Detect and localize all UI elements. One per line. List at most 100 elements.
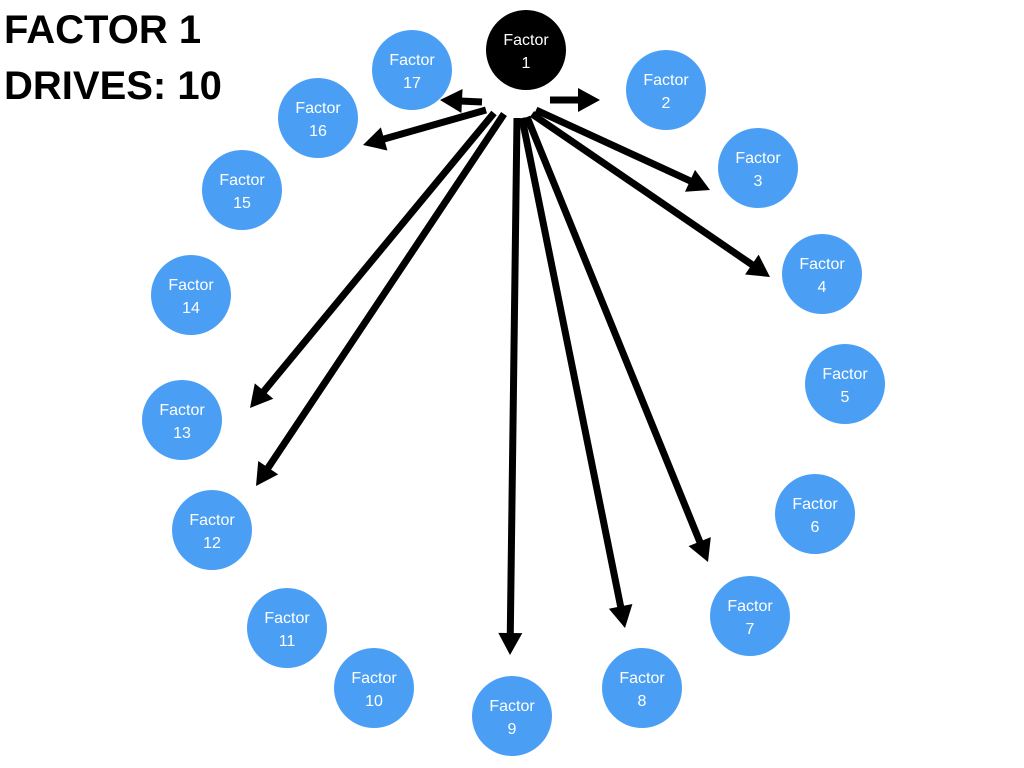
factor-node-16: Factor 16 bbox=[278, 78, 358, 158]
factor-node-15-label-number: 15 bbox=[233, 195, 251, 212]
factor-node-11-label-number: 11 bbox=[279, 633, 296, 650]
arrow-to-factor-17 bbox=[440, 89, 483, 114]
arrow-to-factor-8-shaft bbox=[518, 117, 625, 610]
factor-node-14-circle bbox=[151, 255, 231, 335]
factor-node-4-label-word: Factor bbox=[799, 256, 845, 273]
arrow-to-factor-16-shaft bbox=[381, 106, 487, 143]
factor-node-5-label-number: 5 bbox=[841, 389, 850, 406]
arrow-to-factor-3-shaft bbox=[534, 106, 694, 185]
arrow-to-factor-4 bbox=[530, 111, 770, 277]
factor-node-10-label-word: Factor bbox=[351, 670, 397, 687]
arrow-to-factor-17-head bbox=[440, 89, 463, 114]
factor-node-9-circle bbox=[472, 676, 552, 756]
factor-node-8: Factor 8 bbox=[602, 648, 682, 728]
factor-node-6-circle bbox=[775, 474, 855, 554]
factor-node-2-circle bbox=[626, 50, 706, 130]
arrow-to-factor-2-head bbox=[578, 88, 600, 112]
factor-node-17: Factor 17 bbox=[372, 30, 452, 110]
factor-node-16-label-number: 16 bbox=[309, 123, 327, 140]
factor-node-10: Factor 10 bbox=[334, 648, 414, 728]
factor-node-13: Factor 13 bbox=[142, 380, 222, 460]
factor-node-14-label-number: 14 bbox=[182, 300, 200, 317]
arrow-to-factor-7 bbox=[523, 115, 711, 562]
arrow-to-factor-13-shaft bbox=[260, 110, 497, 395]
arrow-to-factor-9-shaft bbox=[506, 117, 521, 636]
arrow-to-factor-2 bbox=[550, 88, 600, 112]
arrow-to-factor-17-shaft bbox=[459, 97, 483, 106]
factor-node-10-label-number: 10 bbox=[365, 693, 383, 710]
factor-node-3: Factor 3 bbox=[718, 128, 798, 208]
factor-node-12-label-number: 12 bbox=[203, 535, 221, 552]
factor-node-12-label-word: Factor bbox=[189, 512, 235, 529]
factor-node-2: Factor 2 bbox=[626, 50, 706, 130]
factor-node-4: Factor 4 bbox=[782, 234, 862, 314]
arrow-to-factor-7-shaft bbox=[523, 115, 704, 545]
factor-node-16-circle bbox=[278, 78, 358, 158]
factor-node-5: Factor 5 bbox=[805, 344, 885, 424]
factor-node-17-label-number: 17 bbox=[403, 75, 421, 92]
factor-node-17-label-word: Factor bbox=[389, 52, 435, 69]
factor-node-3-label-number: 3 bbox=[754, 173, 763, 190]
factor-node-7-label-number: 7 bbox=[746, 621, 755, 638]
arrow-to-factor-7-head bbox=[688, 537, 711, 562]
factor-node-6-label-number: 6 bbox=[811, 519, 820, 536]
factor-node-15: Factor 15 bbox=[202, 150, 282, 230]
title-line-1: FACTOR 1 bbox=[4, 8, 202, 52]
factor-node-8-label-number: 8 bbox=[638, 693, 647, 710]
factor-node-12-circle bbox=[172, 490, 252, 570]
arrow-to-factor-8 bbox=[518, 117, 633, 628]
page-title: FACTOR 1 DRIVES: 10 bbox=[4, 2, 222, 114]
nodes-layer: Factor2Factor3Factor4Factor5Factor6Facto… bbox=[142, 10, 885, 756]
factor-node-16-label-word: Factor bbox=[295, 100, 341, 117]
factor-node-12: Factor 12 bbox=[172, 490, 252, 570]
arrow-to-factor-9-head bbox=[498, 632, 523, 655]
arrow-to-factor-16-head bbox=[363, 127, 388, 151]
factor-node-9-label-number: 9 bbox=[508, 721, 517, 738]
factor-node-13-label-word: Factor bbox=[159, 402, 205, 419]
arrow-to-factor-9 bbox=[498, 117, 523, 655]
factor-node-5-circle bbox=[805, 344, 885, 424]
arrow-to-factor-3 bbox=[534, 106, 710, 192]
arrow-to-factor-13 bbox=[250, 110, 497, 408]
factor-node-6: Factor 6 bbox=[775, 474, 855, 554]
factor-node-3-label-word: Factor bbox=[735, 150, 781, 167]
factor-node-7-circle bbox=[710, 576, 790, 656]
factor-node-4-label-number: 4 bbox=[818, 279, 827, 296]
arrow-to-factor-3-head bbox=[684, 169, 710, 192]
factor-node-9: Factor 9 bbox=[472, 676, 552, 756]
arrow-to-factor-12 bbox=[256, 112, 507, 486]
factor-node-14-label-word: Factor bbox=[168, 277, 214, 294]
factor-node-4-circle bbox=[782, 234, 862, 314]
factor-node-15-circle bbox=[202, 150, 282, 230]
arrow-to-factor-4-shaft bbox=[530, 111, 756, 269]
factor-node-source-label-word: Factor bbox=[503, 32, 549, 49]
factor-node-source-circle bbox=[486, 10, 566, 90]
factor-node-3-circle bbox=[718, 128, 798, 208]
factor-node-17-circle bbox=[372, 30, 452, 110]
factor-node-13-circle bbox=[142, 380, 222, 460]
arrows-layer bbox=[250, 88, 770, 655]
arrow-to-factor-4-head bbox=[745, 254, 770, 277]
factor-node-2-label-word: Factor bbox=[643, 72, 689, 89]
factor-node-15-label-word: Factor bbox=[219, 172, 265, 189]
arrow-to-factor-16 bbox=[363, 106, 487, 151]
factor-node-7: Factor 7 bbox=[710, 576, 790, 656]
factor-node-13-label-number: 13 bbox=[173, 425, 191, 442]
factor-node-14: Factor 14 bbox=[151, 255, 231, 335]
title-line-2: DRIVES: 10 bbox=[4, 64, 222, 108]
factor-node-11-label-word: Factor bbox=[264, 610, 310, 627]
arrow-to-factor-8-head bbox=[608, 604, 633, 628]
factor-node-2-label-number: 2 bbox=[662, 95, 671, 112]
factor-node-11-circle bbox=[247, 588, 327, 668]
factor-node-5-label-word: Factor bbox=[822, 366, 868, 383]
factor-node-7-label-word: Factor bbox=[727, 598, 773, 615]
factor-node-10-circle bbox=[334, 648, 414, 728]
factor-node-9-label-word: Factor bbox=[489, 698, 535, 715]
factor-node-8-circle bbox=[602, 648, 682, 728]
factor-node-6-label-word: Factor bbox=[792, 496, 838, 513]
factor-node-8-label-word: Factor bbox=[619, 670, 665, 687]
factor-node-11: Factor 11 bbox=[247, 588, 327, 668]
arrow-to-factor-12-shaft bbox=[264, 112, 507, 472]
